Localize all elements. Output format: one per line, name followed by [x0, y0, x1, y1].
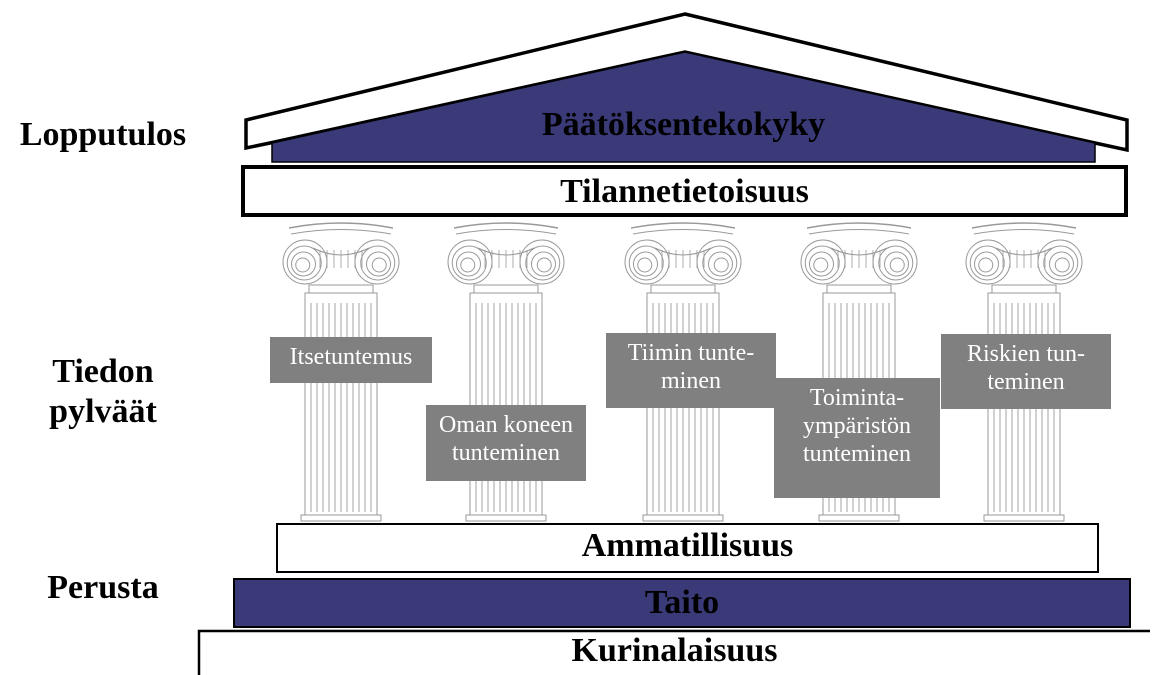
pillar-label-itsetuntemus: Itsetuntemus — [270, 337, 432, 383]
pillars-label: Tiedon pylväät — [8, 352, 198, 432]
skill-title: Taito — [234, 584, 1130, 622]
pillars-label-line2: pylväät — [8, 392, 198, 432]
outcome-label: Lopputulos — [8, 115, 198, 155]
pillar-label-tiimin: Tiimin tunte- minen — [606, 333, 776, 408]
pillar-label-riskien: Riskien tun- teminen — [941, 334, 1111, 409]
pillar-label-oman-koneen: Oman koneen tunteminen — [426, 405, 586, 481]
professionalism-title: Ammatillisuus — [277, 527, 1098, 565]
roof-title: Päätöksentekokyky — [272, 106, 1095, 144]
foundation-label: Perusta — [8, 568, 198, 608]
discipline-title: Kurinalaisuus — [199, 632, 1150, 670]
pillar-label-toimintaymparisto: Toiminta- ympäristön tunteminen — [774, 378, 940, 498]
pillars-label-line1: Tiedon — [8, 352, 198, 392]
beam-title: Tilannetietoisuus — [243, 173, 1126, 211]
